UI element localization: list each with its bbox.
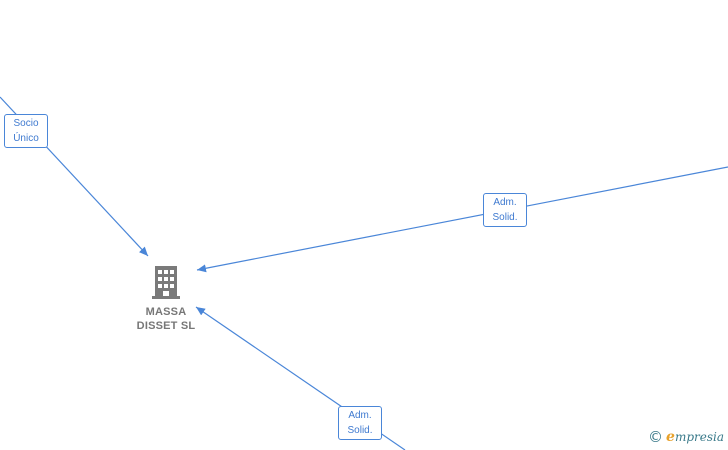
edge-line-adm-solid-right[interactable] xyxy=(196,166,728,273)
copyright-icon: © xyxy=(648,428,664,446)
edge-label-adm-solid-bottom[interactable]: Adm. Solid. xyxy=(338,406,382,440)
edge-label-line: Adm. xyxy=(348,410,372,421)
edge-label-socio-unico[interactable]: Socio Único xyxy=(4,114,48,148)
empresia-watermark: © empresia xyxy=(648,428,724,446)
node-label: MASSA DISSET SL xyxy=(126,305,206,333)
brand-logo: empresia xyxy=(666,429,724,445)
edge-label-line: Único xyxy=(13,133,39,144)
brand-initial: e xyxy=(666,429,675,445)
brand-rest: mpresia xyxy=(674,430,724,444)
building-icon xyxy=(152,266,180,299)
edge-label-line: Solid. xyxy=(347,425,373,436)
edge-label-adm-solid-right[interactable]: Adm. Solid. xyxy=(483,193,527,227)
node-label-line: DISSET SL xyxy=(136,320,196,332)
company-node-massa-disset[interactable]: MASSA DISSET SL xyxy=(126,264,206,333)
edge-label-line: Adm. xyxy=(493,197,517,208)
edge-label-line: Socio xyxy=(13,118,39,129)
node-label-line: MASSA xyxy=(145,306,187,318)
edge-label-line: Solid. xyxy=(492,212,518,223)
